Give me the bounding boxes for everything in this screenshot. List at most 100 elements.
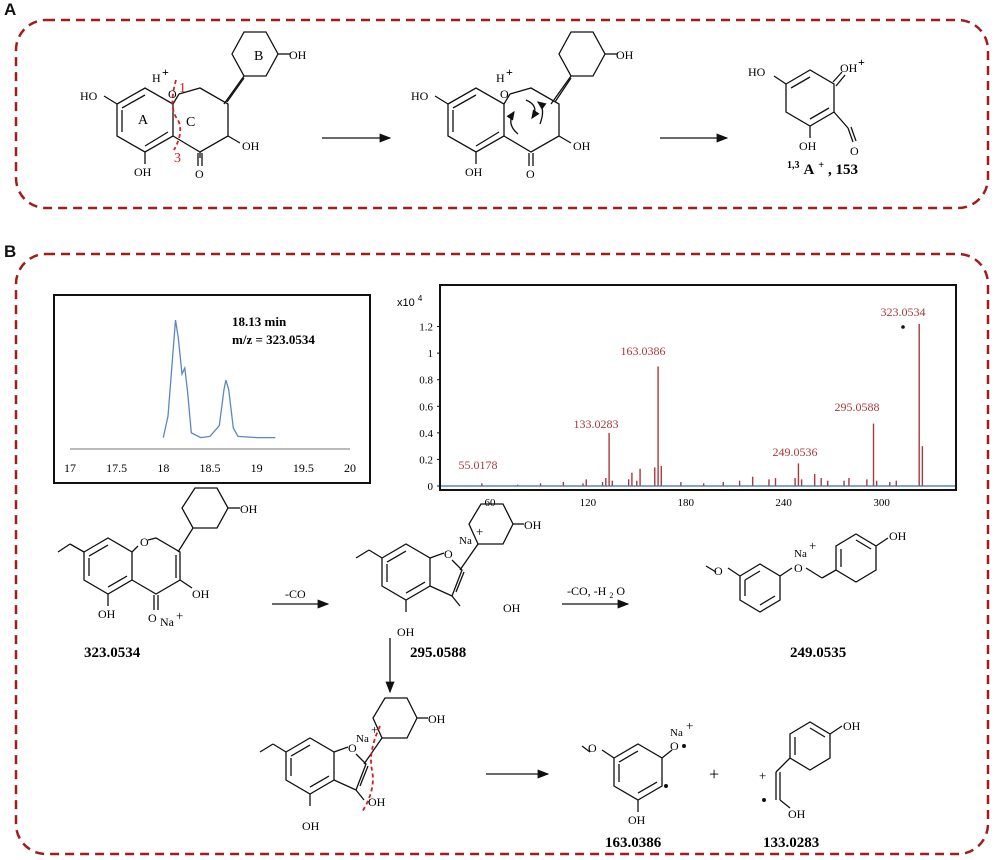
cleavage-line-a [171,79,182,151]
spectrum-peak-label: 323.0534 [881,305,926,319]
chromatogram-time: 18.13 min [232,314,287,329]
radical-dot [682,744,686,748]
ring-c-label: C [186,115,195,130]
group-oh: OH [889,529,907,543]
group-oh: OH [368,795,386,809]
group-o: O [794,561,803,575]
mass-295: 295.0588 [410,645,466,661]
spectrum-x-tick-label: 120 [580,497,597,509]
parent-structure [57,487,240,610]
sodium-charge: + [809,538,816,553]
sodium-label: Na [459,535,472,547]
spectrum-y-tick-label: 0 [428,481,434,493]
loss-co-h2o: -CO, -H 2 O [567,584,625,601]
scheme-a-reactant [103,31,290,166]
chromatogram-tick-label: 20 [344,461,356,475]
group-oh: OH [788,807,806,821]
group-oh: OH [573,139,591,153]
spectrum-y-tick-label: 0.2 [419,454,433,466]
product-label: 1,3 A + , 153 [787,155,858,178]
group-o: O [168,87,177,101]
group-o: O [148,611,157,625]
group-o: O [850,144,859,158]
spectrum-y-tick-label: 0.8 [419,375,433,387]
group-ho: HO [748,65,766,79]
group-oh: OH [302,819,320,833]
ring-a-label: A [138,113,149,128]
chromatogram-tick-label: 19 [251,461,263,475]
end-product-structure [705,533,889,613]
spectrum-y-scale-exp: 4 [418,294,423,303]
radical-dot [762,798,766,802]
cleavage-site-1: 1 [179,81,186,96]
proton-charge: + [506,65,513,79]
group-oh: OH [192,587,210,601]
fragment-charge: + [759,768,766,783]
fragment-133-structure [775,721,843,809]
sodium-label: Na [160,615,175,629]
group-oh: OH [240,502,258,516]
group-o: O [444,547,453,561]
ring-b-label: B [254,49,263,64]
group-o: O [140,535,149,549]
radical-dot [664,784,668,788]
sodium-charge: + [476,524,483,539]
sodium-charge: + [176,608,183,623]
spectrum-x-tick-label: 240 [775,497,792,509]
spectrum-bars [481,323,924,486]
group-o: O [195,167,204,181]
spectrum-peak-label: 55.0178 [459,458,498,472]
sodium-charge: + [371,722,378,737]
spectrum-y-tick-label: 0.4 [419,428,433,440]
group-oh: OH [428,712,446,726]
panel-b-frame [14,252,990,856]
cleavage-line-b [361,725,381,813]
chromatogram-tick-label: 17 [64,461,76,475]
mass-323: 323.0534 [84,645,141,661]
sodium-label: Na [356,733,369,745]
spectrum-peak-label: 133.0283 [574,417,619,431]
sodium-label: Na [670,727,683,739]
group-ho: HO [80,89,98,103]
group-oh: OH [242,139,260,153]
group-o: O [526,167,535,181]
mass-163: 163.0386 [605,835,662,851]
loss-co-h2o-main: -CO, -H [567,584,607,598]
product-charge: + [858,55,865,69]
chromatogram-trace [162,319,276,439]
proton-charge: + [162,65,169,79]
scheme-a-intermediate [434,31,617,166]
chromatogram-tick-label: 19.5 [293,461,314,475]
group-o: O [348,741,357,755]
spectrum-y-scale-base: x10 [397,297,415,309]
group-oh: OH [503,601,521,615]
spectrum-y-scale: x10 4 [397,294,423,309]
loss-co: -CO [285,587,306,601]
panel-label-a: A [4,0,17,19]
group-oh: OH [98,607,116,621]
mass-133: 133.0283 [763,835,819,851]
spectrum-x-tick-label: 300 [873,497,890,509]
spectrum-peak-label: 163.0386 [621,344,666,358]
spectrum-y-ticks: 1.210.80.60.40.20 [419,322,441,493]
group-o: O [714,564,723,578]
group-oh: OH [134,165,152,179]
product-label-mass: , 153 [828,162,858,178]
product-label-charge: + [818,160,824,171]
proton-h: H [152,71,161,85]
group-o: O [588,741,597,755]
loss-co-h2o-tail: O [616,584,625,598]
group-oh: OH [397,625,415,639]
chromatogram-tick-label: 18 [157,461,169,475]
loss-co-h2o-sub: 2 [609,591,613,600]
group-oh: OH [628,813,646,827]
mass-249: 249.0535 [790,645,846,661]
spectrum-x-tick-label: 60 [484,497,496,509]
panel-a-frame [14,18,990,210]
group-ho: HO [411,89,429,103]
precursor-dot [901,325,905,329]
group-oh: OH [799,139,817,153]
cleavage-site-3: 3 [174,151,181,166]
